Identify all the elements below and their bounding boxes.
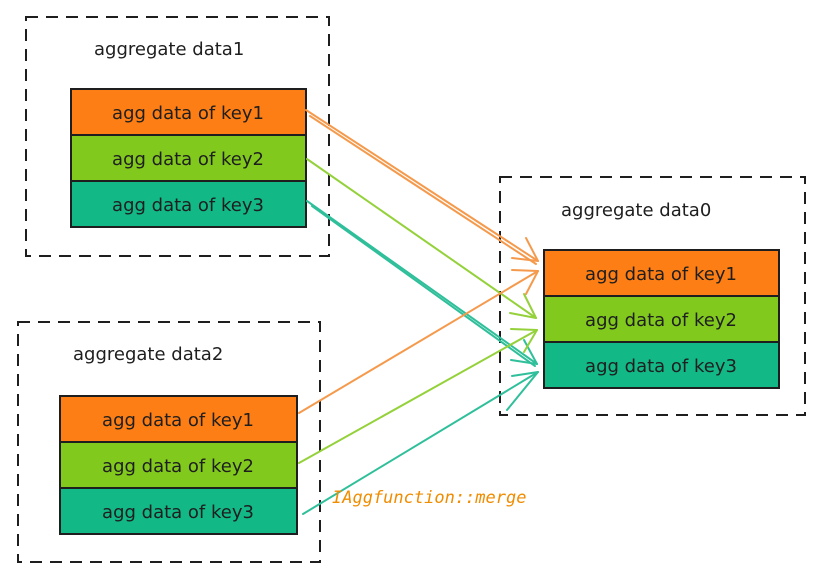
arrow-data1-key2 bbox=[306, 158, 537, 319]
arrow-data1-key1 bbox=[305, 109, 539, 265]
arrow-data2-key1 bbox=[298, 269, 539, 414]
row-box-data2-key3 bbox=[59, 487, 298, 535]
row-box-data1-key3 bbox=[70, 180, 307, 228]
row-label-data0-key1: agg data of key1 bbox=[585, 264, 737, 285]
row-label-data2-key3: agg data of key3 bbox=[102, 502, 254, 523]
aggregate-group-data1: aggregate data1 agg data of key1 agg dat… bbox=[25, 16, 330, 257]
row-label-data1-key3: agg data of key3 bbox=[112, 195, 264, 216]
arrow-data2-key3 bbox=[302, 371, 539, 515]
merge-arrows bbox=[298, 109, 539, 515]
row-label-data2-key1: agg data of key1 bbox=[102, 410, 254, 431]
group-title-data1: aggregate data1 bbox=[94, 39, 244, 60]
aggregate-group-data2: aggregate data2 agg data of key1 agg dat… bbox=[17, 321, 321, 563]
aggregate-group-data0: aggregate data0 agg data of key1 agg dat… bbox=[499, 176, 806, 416]
group-title-data0: aggregate data0 bbox=[561, 200, 711, 221]
row-label-data0-key2: agg data of key2 bbox=[585, 310, 737, 331]
group-title-data2: aggregate data2 bbox=[73, 344, 223, 365]
row-box-data0-key2 bbox=[543, 295, 780, 343]
row-label-data2-key2: agg data of key2 bbox=[102, 456, 254, 477]
row-label-data0-key3: agg data of key3 bbox=[585, 356, 737, 377]
row-box-data0-key3 bbox=[543, 341, 780, 389]
row-label-data1-key1: agg data of key1 bbox=[112, 103, 264, 124]
group-border-data0 bbox=[499, 176, 806, 416]
row-box-data2-key1 bbox=[59, 395, 298, 443]
row-box-data1-key2 bbox=[70, 134, 307, 182]
arrow-data2-key2 bbox=[298, 328, 538, 464]
group-border-data1 bbox=[25, 16, 330, 257]
merge-function-label: IAggfunction::merge bbox=[332, 488, 526, 508]
row-label-data1-key2: agg data of key2 bbox=[112, 149, 264, 170]
group-border-data2 bbox=[17, 321, 321, 563]
arrow-data1-key3 bbox=[306, 200, 538, 367]
row-box-data2-key2 bbox=[59, 441, 298, 489]
row-box-data0-key1 bbox=[543, 249, 780, 297]
